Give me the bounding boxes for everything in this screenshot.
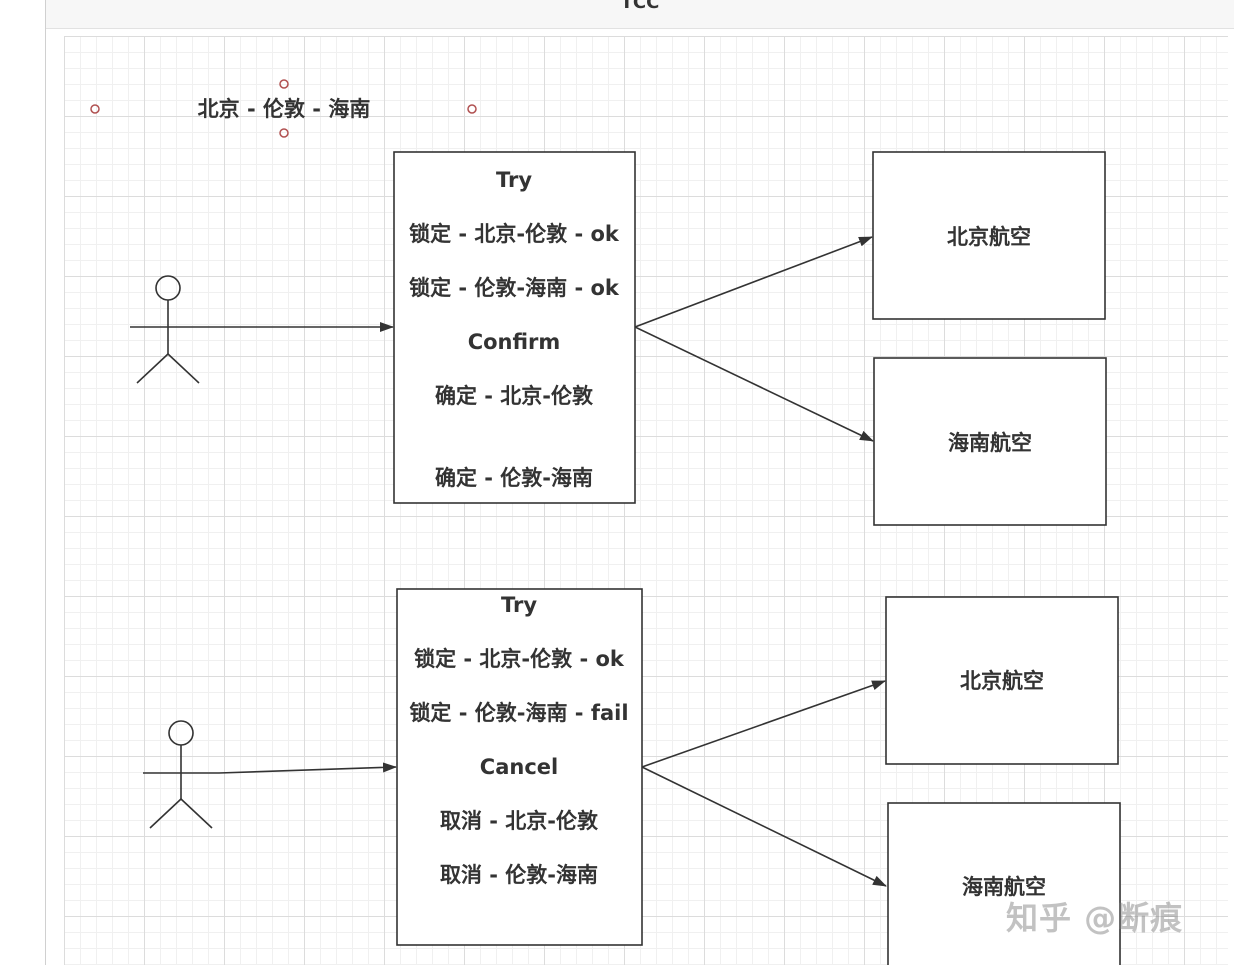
service-box-beijing-2-frame bbox=[885, 596, 1119, 765]
actor-1-leg-right bbox=[167, 353, 200, 384]
title-bar: TCC bbox=[46, 0, 1234, 29]
handle-top[interactable] bbox=[279, 79, 289, 89]
service-label-hainan-2: 海南航空 bbox=[962, 875, 1046, 899]
tcc-box-success-frame bbox=[393, 151, 636, 504]
tcc1-line-lock-2: 锁定 - 伦敦-海南 - ok bbox=[409, 276, 620, 300]
arrow-tcc2-to-beijing[interactable] bbox=[641, 680, 886, 768]
arrow-actor2-to-tcc2[interactable] bbox=[218, 762, 397, 774]
label-selection-handles[interactable] bbox=[90, 79, 477, 138]
tcc-box-success[interactable]: Try 锁定 - 北京-伦敦 - ok 锁定 - 伦敦-海南 - ok Conf… bbox=[393, 151, 636, 504]
tcc1-line-confirm-2: 确定 - 伦敦-海南 bbox=[435, 466, 593, 490]
service-box-hainan-1-frame bbox=[873, 357, 1107, 526]
tcc1-line-try: Try bbox=[496, 168, 532, 192]
actor-1-head bbox=[155, 275, 181, 301]
arrow-tcc1-to-beijing[interactable] bbox=[634, 236, 873, 328]
tcc2-line-cancel-1: 取消 - 北京-伦敦 bbox=[440, 809, 599, 833]
handle-right[interactable] bbox=[467, 104, 477, 114]
service-box-beijing-1-frame bbox=[872, 151, 1106, 320]
handle-left[interactable] bbox=[90, 104, 100, 114]
handle-bottom[interactable] bbox=[279, 128, 289, 138]
arrow-tcc2-to-hainan[interactable] bbox=[641, 766, 887, 887]
service-box-hainan-1[interactable]: 海南航空 bbox=[873, 357, 1107, 526]
actor-2-leg-left bbox=[149, 798, 182, 829]
tcc2-line-lock-1: 锁定 - 北京-伦敦 - ok bbox=[414, 647, 625, 671]
tcc1-line-confirm: Confirm bbox=[468, 330, 561, 354]
service-box-beijing-1[interactable]: 北京航空 bbox=[872, 151, 1106, 320]
tcc2-line-try: Try bbox=[501, 593, 537, 617]
tcc2-line-lock-2: 锁定 - 伦敦-海南 - fail bbox=[409, 701, 628, 725]
actor-1-leg-left bbox=[136, 353, 169, 384]
service-box-hainan-2-frame bbox=[887, 802, 1121, 965]
arrow-tcc1-to-hainan[interactable] bbox=[634, 326, 874, 442]
service-box-hainan-2[interactable]: 海南航空 bbox=[887, 802, 1121, 965]
service-label-beijing-2: 北京航空 bbox=[960, 669, 1044, 693]
actor-2-leg-right bbox=[180, 798, 213, 829]
tcc2-line-cancel-2: 取消 - 伦敦-海南 bbox=[440, 863, 598, 887]
actor-2[interactable] bbox=[143, 720, 219, 829]
service-label-beijing-1: 北京航空 bbox=[947, 225, 1031, 249]
route-label[interactable]: 北京 - 伦敦 - 海南 bbox=[198, 97, 371, 121]
actor-2-head bbox=[168, 720, 194, 746]
tcc2-line-cancel: Cancel bbox=[480, 755, 558, 779]
tcc1-line-lock-1: 锁定 - 北京-伦敦 - ok bbox=[409, 222, 620, 246]
tcc-box-fail-frame bbox=[396, 588, 643, 946]
tcc1-line-confirm-1: 确定 - 北京-伦敦 bbox=[435, 384, 594, 408]
actor-1[interactable] bbox=[130, 275, 206, 384]
tcc-box-fail[interactable]: Try 锁定 - 北京-伦敦 - ok 锁定 - 伦敦-海南 - fail Ca… bbox=[396, 588, 643, 946]
diagram-title: TCC bbox=[620, 0, 660, 13]
service-box-beijing-2[interactable]: 北京航空 bbox=[885, 596, 1119, 765]
service-label-hainan-1: 海南航空 bbox=[948, 431, 1032, 455]
watermark: 知乎 @断痕 bbox=[1006, 899, 1184, 937]
